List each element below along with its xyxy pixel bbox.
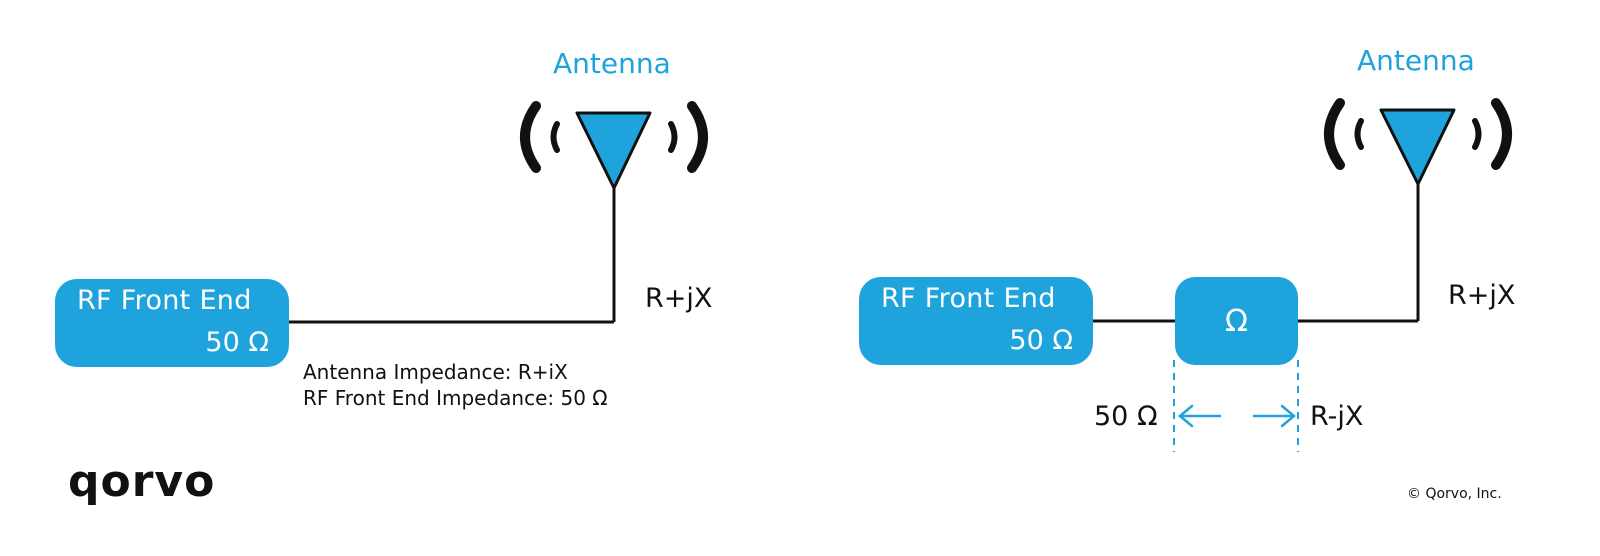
qorvo-logo: qorvo xyxy=(68,456,216,507)
arrow-left-icon xyxy=(1178,404,1222,428)
left-rf-front-end-impedance: 50 Ω xyxy=(205,327,269,358)
left-rf-front-end-box: RF Front End 50 Ω xyxy=(55,279,289,367)
arrow-right-icon xyxy=(1252,404,1296,428)
left-radio-wave-icon xyxy=(520,101,708,173)
left-antenna-icon xyxy=(575,111,652,190)
right-rf-front-end-impedance: 50 Ω xyxy=(1009,325,1073,356)
right-radio-wave-icon xyxy=(1324,98,1512,170)
left-rf-front-end-title: RF Front End xyxy=(77,285,252,316)
right-rf-front-end-title: RF Front End xyxy=(881,283,1056,314)
matching-network-symbol: Ω xyxy=(1225,303,1248,339)
right-antenna-title: Antenna xyxy=(1357,44,1475,77)
matching-network-box: Ω xyxy=(1175,277,1298,365)
right-antenna-impedance-label: R+jX xyxy=(1448,280,1516,311)
left-antenna-title: Antenna xyxy=(553,47,671,80)
left-note-front-end-impedance: RF Front End Impedance: 50 Ω xyxy=(303,386,608,410)
right-antenna-icon xyxy=(1379,108,1456,186)
left-note-antenna-impedance: Antenna Impedance: R+iX xyxy=(303,360,568,384)
copyright-text: © Qorvo, Inc. xyxy=(1407,486,1502,502)
right-rf-front-end-box: RF Front End 50 Ω xyxy=(859,277,1093,365)
match-right-impedance-label: R-jX xyxy=(1310,401,1364,432)
left-antenna-impedance-label: R+jX xyxy=(645,283,713,314)
match-left-impedance-label: 50 Ω xyxy=(1094,401,1158,432)
